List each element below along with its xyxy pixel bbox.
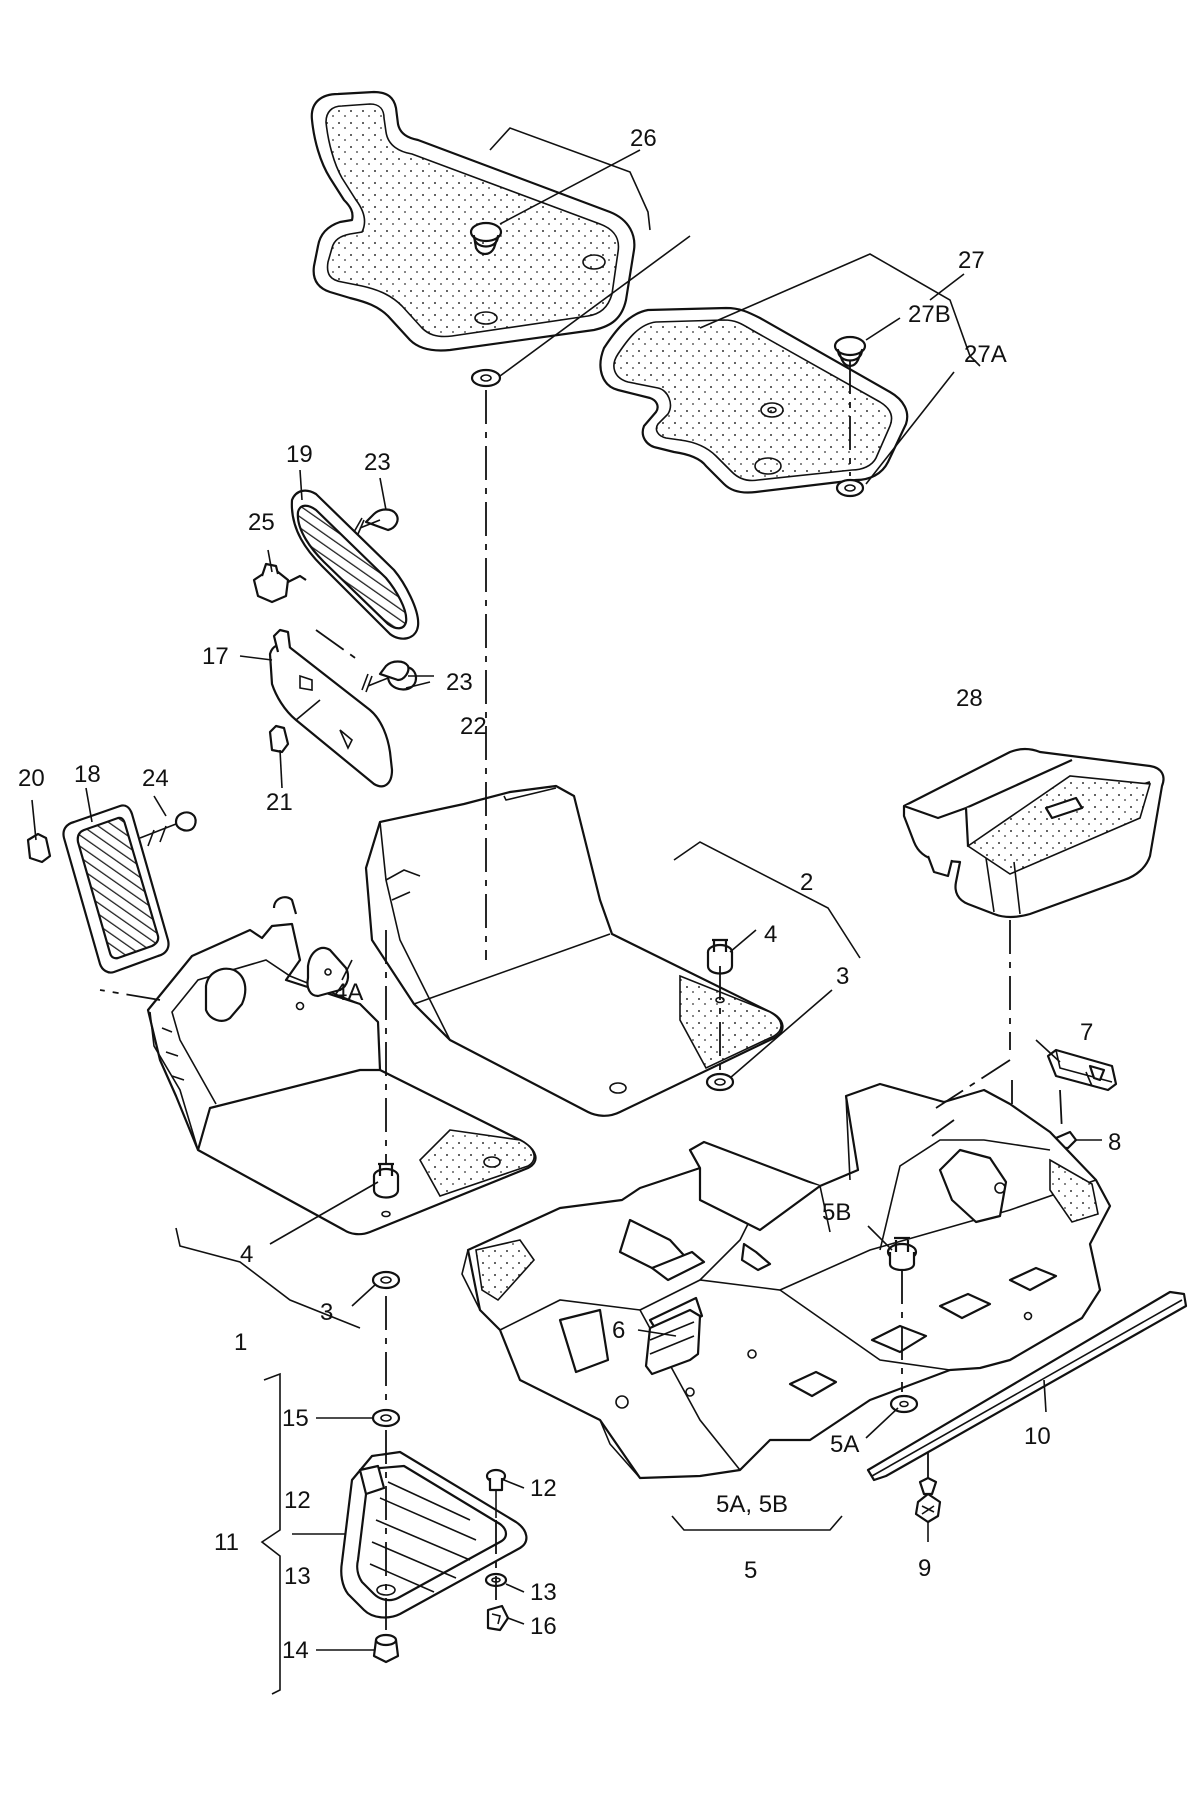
rear-floor-mat — [599, 306, 909, 498]
front-carpet-left — [146, 896, 537, 1236]
label-14: 14 — [282, 1637, 309, 1664]
label-28: 28 — [956, 685, 983, 712]
callout-labels: 26 27 27B 27A 19 23 25 17 23 22 21 20 18… — [18, 125, 1121, 1664]
label-2: 2 — [800, 869, 813, 896]
fastener-14 — [372, 1633, 400, 1664]
label-22: 22 — [460, 713, 487, 740]
clip-6 — [644, 1308, 702, 1376]
label-17: 17 — [202, 643, 229, 670]
heel-pad-plate — [340, 1450, 528, 1619]
label-16: 16 — [530, 1613, 557, 1640]
fastener-group-left — [371, 1162, 401, 1290]
luggage-tray — [461, 1082, 1112, 1480]
label-13-left: 13 — [284, 1563, 311, 1590]
fastener-5A — [889, 1394, 919, 1414]
label-23-mid: 23 — [446, 669, 473, 696]
label-6: 6 — [612, 1317, 625, 1344]
label-27b: 27B — [908, 301, 951, 328]
label-3-left: 3 — [320, 1299, 333, 1326]
label-5a-5b: 5A, 5B — [716, 1491, 788, 1518]
fastener-9 — [914, 1476, 942, 1524]
label-27a: 27A — [964, 341, 1007, 368]
label-5b: 5B — [822, 1199, 851, 1226]
label-12-right: 12 — [530, 1475, 557, 1502]
sill-strip — [866, 1290, 1188, 1482]
label-15: 15 — [282, 1405, 309, 1432]
leader-lines — [31, 149, 1102, 1651]
label-7: 7 — [1080, 1019, 1093, 1046]
label-5: 5 — [744, 1557, 757, 1584]
label-1: 1 — [234, 1329, 247, 1356]
grouping-brackets — [175, 127, 981, 1695]
label-18: 18 — [74, 761, 101, 788]
label-24: 24 — [142, 765, 169, 792]
label-9: 9 — [918, 1555, 931, 1582]
label-26: 26 — [630, 125, 657, 152]
label-21: 21 — [266, 789, 293, 816]
label-20: 20 — [18, 765, 45, 792]
screw-12 — [485, 1468, 507, 1518]
fastener-5B — [886, 1236, 918, 1272]
label-4-left: 4 — [240, 1241, 253, 1268]
clip-16 — [486, 1604, 510, 1632]
label-27: 27 — [958, 247, 985, 274]
label-8: 8 — [1108, 1129, 1121, 1156]
storage-box — [902, 747, 1165, 919]
label-19: 19 — [286, 441, 313, 468]
label-10: 10 — [1024, 1423, 1051, 1450]
label-23-top: 23 — [364, 449, 391, 476]
fastener-15 — [371, 1408, 401, 1428]
label-3-right: 3 — [836, 963, 849, 990]
label-11: 11 — [214, 1529, 239, 1556]
front-floor-mat — [310, 90, 636, 388]
front-carpet-right — [364, 784, 784, 1117]
rear-footrest-cover — [252, 489, 420, 640]
label-4-right: 4 — [764, 921, 777, 948]
side-footrest — [26, 804, 197, 974]
clip-7 — [1046, 1048, 1118, 1092]
label-12-left: 12 — [284, 1487, 311, 1514]
label-4a: 4A — [334, 979, 363, 1006]
label-25: 25 — [248, 509, 275, 536]
heel-bracket — [268, 628, 418, 788]
assembly-axis-lines — [99, 360, 1063, 1630]
label-5a: 5A — [830, 1431, 859, 1458]
label-13-right: 13 — [530, 1579, 557, 1606]
